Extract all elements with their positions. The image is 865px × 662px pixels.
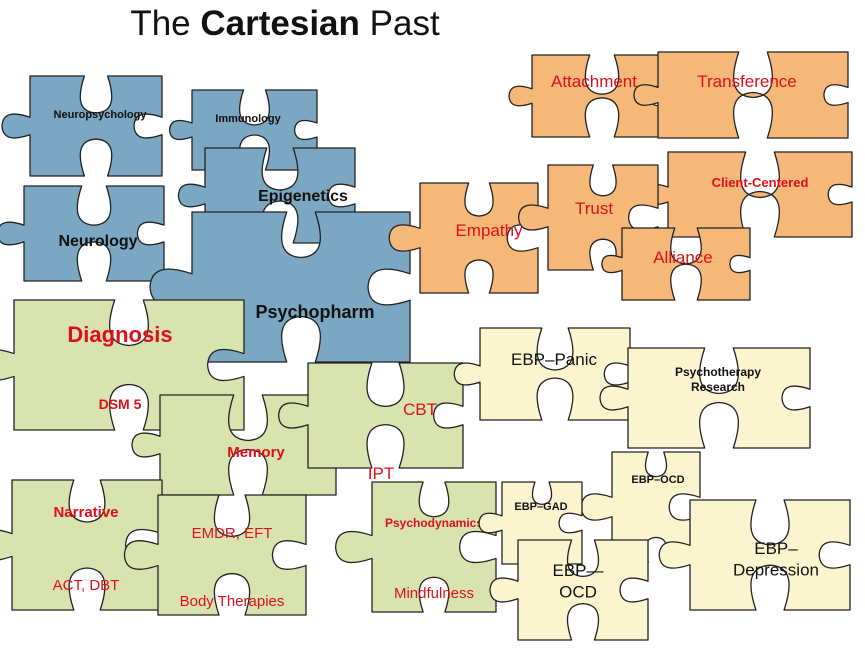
puzzle-piece-dsm5: DSM 5 bbox=[99, 396, 142, 412]
puzzle-piece-ebp-depression: EBP–Depression bbox=[659, 500, 850, 610]
piece-label-ebp-panic: EBP–Panic bbox=[511, 350, 597, 369]
piece-label-attachment: Attachment bbox=[551, 72, 637, 91]
piece-shape-neuropsychology bbox=[2, 76, 162, 176]
piece-label-trust: Trust bbox=[575, 199, 613, 218]
puzzle-piece-mindfulness: Mindfulness bbox=[394, 585, 474, 602]
piece-label-psychopharm: Psychopharm bbox=[255, 302, 374, 322]
piece-label-act-dbt: ACT, DBT bbox=[53, 577, 120, 594]
piece-label-ebp-gad: EBP–GAD bbox=[514, 501, 567, 513]
piece-label-dsm5: DSM 5 bbox=[99, 396, 142, 412]
piece-label-ipt: IPT bbox=[368, 464, 394, 483]
piece-label-diagnosis: Diagnosis bbox=[67, 322, 172, 347]
puzzle-piece-body-therapies: Body Therapies bbox=[180, 593, 285, 610]
puzzle-piece-neuropsychology: Neuropsychology bbox=[2, 76, 162, 176]
piece-label-neurology: Neurology bbox=[58, 233, 137, 250]
piece-shape-psychotherapy-research bbox=[600, 348, 810, 448]
puzzle-piece-act-dbt: ACT, DBT bbox=[53, 577, 120, 594]
piece-label-client-centered: Client-Centered bbox=[712, 175, 809, 190]
piece-label-mindfulness: Mindfulness bbox=[394, 585, 474, 602]
puzzle-piece-transference: Transference bbox=[634, 52, 848, 138]
piece-label-memory: Memory bbox=[227, 444, 285, 461]
piece-label-alliance: Alliance bbox=[653, 248, 713, 267]
puzzle-piece-ipt: IPT bbox=[368, 464, 394, 483]
piece-label-transference: Transference bbox=[697, 72, 797, 91]
piece-shape-client-centered bbox=[644, 152, 852, 237]
piece-label-immunology: Immunology bbox=[215, 113, 281, 125]
piece-label-empathy: Empathy bbox=[455, 221, 523, 240]
piece-label-emdr-eft: EMDR, EFT bbox=[192, 525, 273, 542]
puzzle-piece-alliance: Alliance bbox=[602, 228, 750, 300]
piece-label-neuropsychology: Neuropsychology bbox=[54, 109, 148, 121]
puzzle-piece-client-centered: Client-Centered bbox=[644, 152, 852, 237]
piece-shape-transference bbox=[634, 52, 848, 138]
puzzle-piece-empathy: Empathy bbox=[389, 183, 538, 293]
piece-label-cbt: CBT bbox=[403, 400, 437, 419]
piece-label-ebp-ocd-small: EBP–OCD bbox=[631, 474, 684, 486]
piece-label-narrative: Narrative bbox=[53, 504, 118, 521]
piece-label-epigenetics: Epigenetics bbox=[258, 188, 348, 205]
piece-label-psychodynamics: Psychodynamics bbox=[385, 516, 483, 530]
puzzle-piece-neurology: Neurology bbox=[0, 186, 164, 281]
piece-label-body-therapies: Body Therapies bbox=[180, 593, 285, 610]
